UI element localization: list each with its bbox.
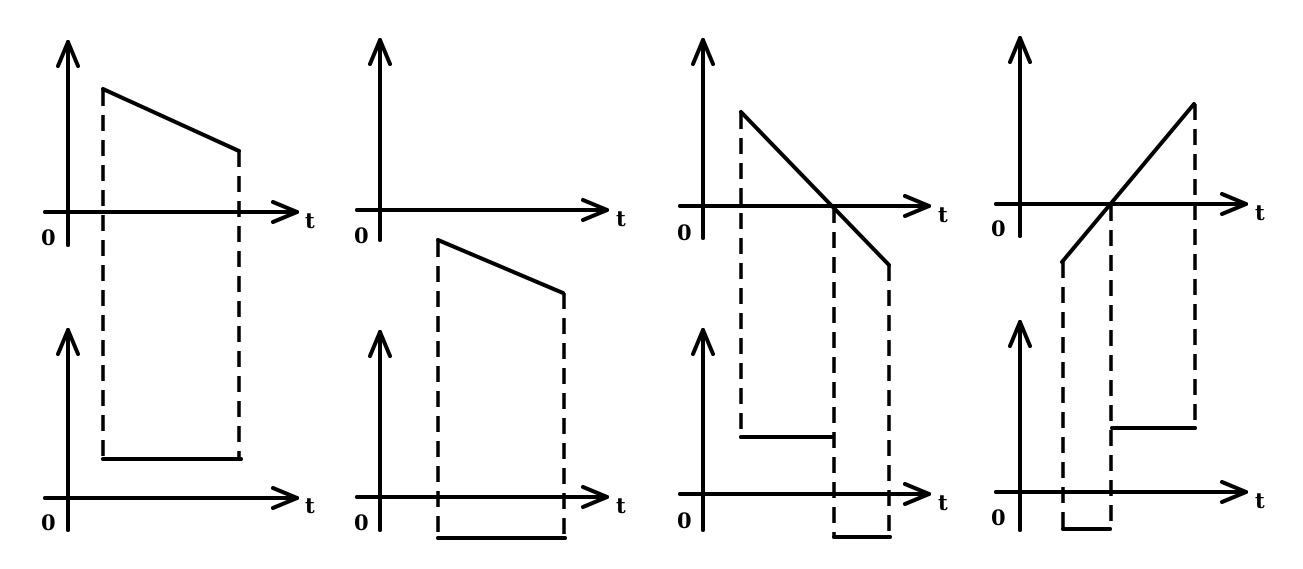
panel-4-bottom-t-label: t [1255,488,1265,513]
panel-2-sloped-waveform [436,238,565,295]
panel-2-top-y-arrowhead-icon [368,38,392,66]
panel-3-bottom-axes: 0 t [677,328,948,533]
panel-3-bottom-y-arrowhead-icon [691,328,715,356]
panel-2-top-origin-label: 0 [354,223,369,248]
panel-4-top-y-arrowhead-icon [1008,36,1032,64]
panel-1-top-y-arrowhead-icon [56,40,80,68]
panel-3: 0 t 0 t [677,38,948,539]
panel-1-bottom-t-label: t [305,493,315,518]
panel-1-top-axes: 0 t [41,40,315,250]
panel-4-top-x-arrowhead-icon [1220,192,1248,216]
panel-3-top-origin-label: 0 [677,220,692,245]
panel-4-top-waveform [1060,102,1196,264]
panel-3-top-waveform [739,110,891,267]
panel-4: 0 t 0 t [991,36,1265,532]
panel-1-top-origin-label: 0 [41,225,56,250]
panel-2-top-axes: 0 t [354,38,626,248]
panel-1: 0 t 0 t [41,40,315,535]
panel-2-bottom-origin-label: 0 [354,510,369,535]
panel-4-top-t-label: t [1255,200,1265,225]
panel-2-top-x-arrowhead-icon [581,198,609,222]
panel-1-bottom-axes: 0 t [41,328,315,535]
panel-1-bottom-y-arrowhead-icon [56,328,80,356]
panel-1-top-x-arrowhead-icon [271,200,299,224]
panel-2-bottom-axes: 0 t [354,330,626,535]
panel-3-top-x-arrowhead-icon [903,194,931,218]
panel-3-bottom-t-label: t [938,490,948,515]
panel-1-bottom-origin-label: 0 [41,510,56,535]
panel-1-bottom-x-arrowhead-icon [271,486,299,510]
panel-3-top-t-label: t [938,202,948,227]
panel-2-top-t-label: t [616,206,626,231]
panel-1-top-waveform [101,87,241,153]
panel-1-top-t-label: t [305,208,315,233]
panel-2-bottom-t-label: t [616,493,626,518]
panel-4-top-axes: 0 t [991,36,1265,241]
panel-3-top-axes: 0 t [677,38,948,245]
panel-2-bottom-x-arrowhead-icon [581,485,609,509]
panel-4-bottom-axes: 0 t [991,320,1265,532]
panel-2-bottom-y-arrowhead-icon [368,330,392,358]
panel-4-bottom-origin-label: 0 [991,505,1006,530]
panel-3-bottom-x-arrowhead-icon [903,482,931,506]
panel-2: 0 t 0 t [354,38,626,540]
panel-3-top-y-arrowhead-icon [691,38,715,66]
panel-4-top-origin-label: 0 [991,216,1006,241]
panel-3-bottom-origin-label: 0 [677,508,692,533]
panel-4-bottom-x-arrowhead-icon [1220,480,1248,504]
panel-4-bottom-y-arrowhead-icon [1008,320,1032,348]
